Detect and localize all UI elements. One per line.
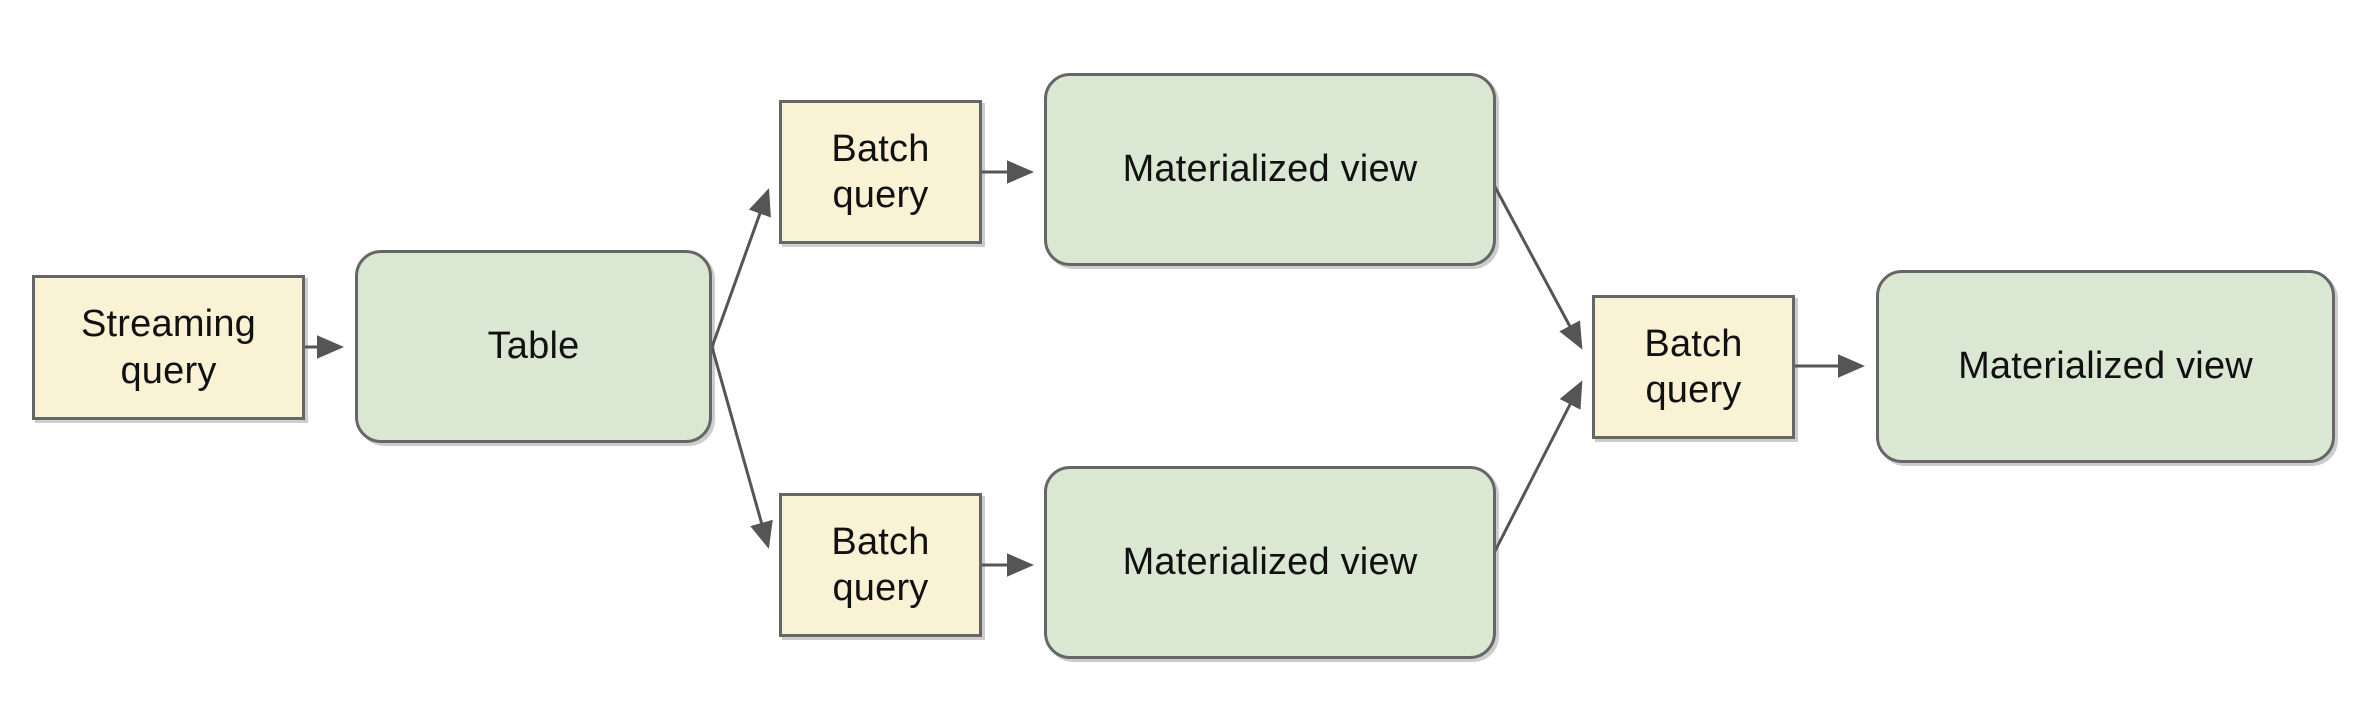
node-materialized-view-final[interactable]: Materialized view: [1876, 270, 2335, 463]
node-label-materialized-view-bottom: Materialized view: [1122, 541, 1418, 584]
node-label-streaming-query: Streaming query: [81, 303, 256, 392]
node-materialized-view-bottom[interactable]: Materialized view: [1044, 466, 1496, 659]
node-label-materialized-view-final: Materialized view: [1958, 345, 2253, 388]
node-streaming-query[interactable]: Streaming query: [32, 275, 305, 420]
node-batch-query-center[interactable]: Batch query: [1592, 295, 1795, 439]
node-batch-query-top[interactable]: Batch query: [779, 100, 982, 244]
node-label-batch-query-top: Batch query: [831, 127, 930, 216]
node-table[interactable]: Table: [355, 250, 712, 443]
edge-table-to-batch-bottom: [710, 346, 773, 549]
node-label-materialized-view-top: Materialized view: [1122, 148, 1418, 191]
node-batch-query-bottom[interactable]: Batch query: [779, 493, 982, 637]
node-label-batch-query-center: Batch query: [1644, 322, 1743, 411]
node-label-batch-query-bottom: Batch query: [831, 520, 930, 609]
edge-mv-top-to-batch-center: [1492, 184, 1583, 350]
edge-table-to-batch-top: [710, 188, 771, 348]
edge-mv-bottom-to-batch-center: [1492, 380, 1583, 554]
node-materialized-view-top[interactable]: Materialized view: [1044, 73, 1496, 266]
node-label-table: Table: [487, 325, 580, 368]
